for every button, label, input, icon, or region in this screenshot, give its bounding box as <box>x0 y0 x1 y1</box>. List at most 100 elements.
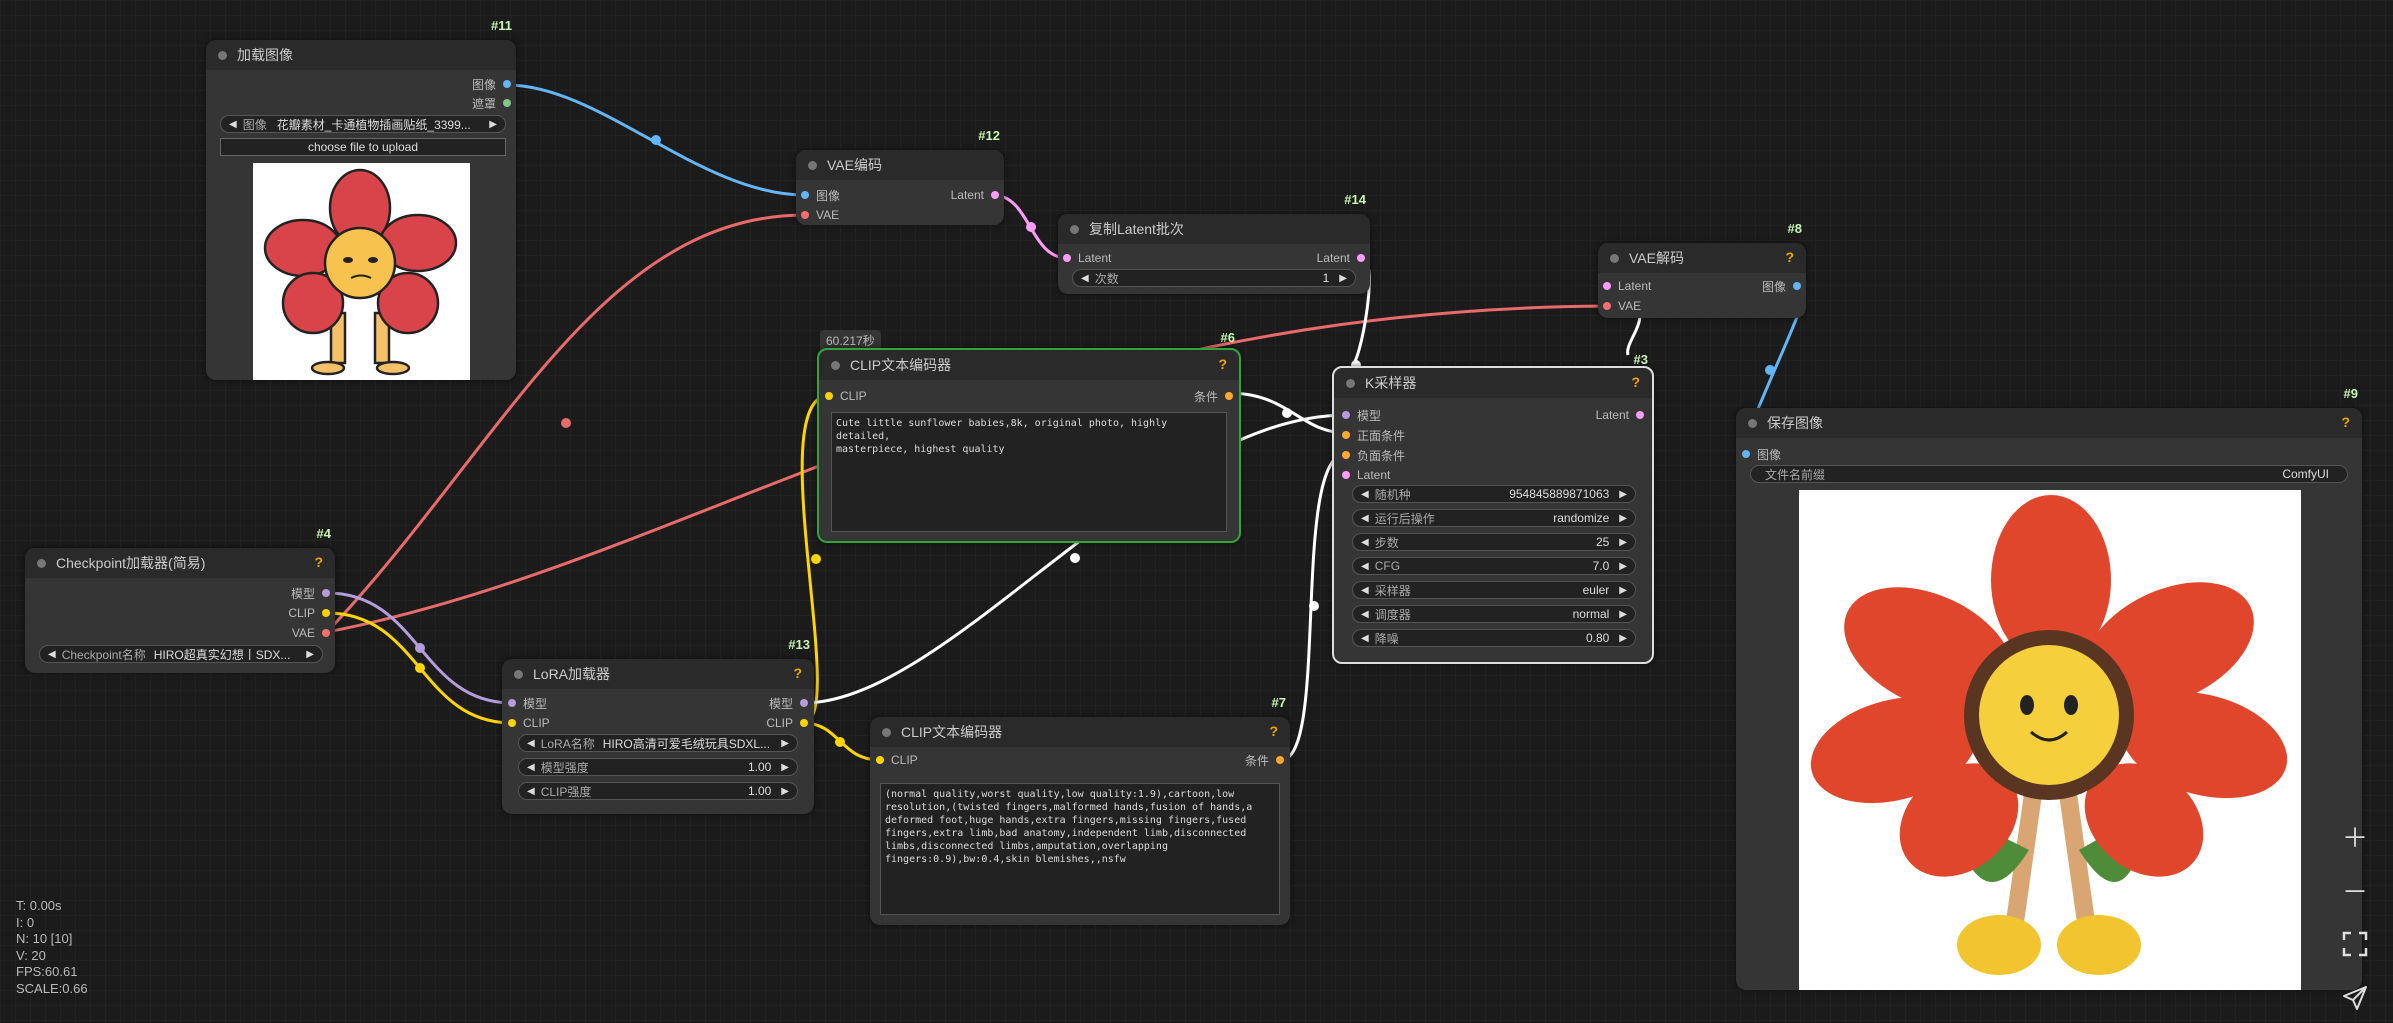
collapse-dot[interactable] <box>882 727 891 737</box>
slot-dot[interactable] <box>1793 282 1801 290</box>
image-select[interactable]: ◀图像花瓣素材_卡通植物插画贴纸_3399...▶ <box>220 115 506 133</box>
left-arrow-icon[interactable]: ◀ <box>1361 560 1369 572</box>
slot-dot[interactable] <box>1603 302 1611 310</box>
right-arrow-icon[interactable]: ▶ <box>1619 608 1627 620</box>
output-clip[interactable]: CLIP <box>766 715 808 731</box>
slot-dot[interactable] <box>508 699 516 707</box>
output-vae[interactable]: VAE <box>292 625 330 641</box>
input-model[interactable]: 模型 <box>508 695 547 711</box>
slot-dot[interactable] <box>1342 451 1350 459</box>
slot-dot[interactable] <box>503 80 511 88</box>
left-arrow-icon[interactable]: ◀ <box>229 118 237 130</box>
right-arrow-icon[interactable]: ▶ <box>1619 488 1627 500</box>
right-arrow-icon[interactable]: ▶ <box>1619 584 1627 596</box>
right-arrow-icon[interactable]: ▶ <box>306 648 314 660</box>
node-title[interactable]: VAE编码 <box>796 150 1004 180</box>
slot-dot[interactable] <box>801 211 809 219</box>
left-arrow-icon[interactable]: ◀ <box>1361 584 1369 596</box>
slot-dot[interactable] <box>1342 411 1350 419</box>
input-clip[interactable]: CLIP <box>876 752 918 768</box>
output-mask[interactable]: 遮罩 <box>472 95 511 111</box>
input-latent[interactable]: Latent <box>1342 467 1390 483</box>
slot-dot[interactable] <box>503 99 511 107</box>
output-conditioning[interactable]: 条件 <box>1245 752 1284 768</box>
input-image[interactable]: 图像 <box>1742 446 1781 462</box>
input-clip[interactable]: CLIP <box>825 388 867 404</box>
slot-dot[interactable] <box>1342 431 1350 439</box>
right-arrow-icon[interactable]: ▶ <box>781 785 789 797</box>
right-arrow-icon[interactable]: ▶ <box>781 737 789 749</box>
node-title[interactable]: VAE解码? <box>1598 243 1806 273</box>
node-load-image[interactable]: #11 加载图像 图像 遮罩 ◀图像花瓣素材_卡通植物插画贴纸_3399...▶… <box>206 18 516 380</box>
right-arrow-icon[interactable]: ▶ <box>781 761 789 773</box>
collapse-dot[interactable] <box>37 558 46 568</box>
input-positive[interactable]: 正面条件 <box>1342 427 1405 443</box>
slot-dot[interactable] <box>991 191 999 199</box>
left-arrow-icon[interactable]: ◀ <box>1081 272 1089 284</box>
right-arrow-icon[interactable]: ▶ <box>1619 536 1627 548</box>
prompt-textarea[interactable]: Cute little sunflower babies,8k, origina… <box>831 412 1227 532</box>
output-model[interactable]: 模型 <box>769 695 808 711</box>
output-image[interactable]: 图像 <box>472 76 511 92</box>
slot-dot[interactable] <box>1603 282 1611 290</box>
help-icon[interactable]: ? <box>314 554 323 570</box>
collapse-dot[interactable] <box>1748 418 1757 428</box>
help-icon[interactable]: ? <box>2341 414 2350 430</box>
slot-dot[interactable] <box>1342 471 1350 479</box>
fit-view-icon[interactable] <box>2335 924 2375 964</box>
collapse-dot[interactable] <box>514 669 523 679</box>
right-arrow-icon[interactable]: ▶ <box>489 118 497 130</box>
input-clip[interactable]: CLIP <box>508 715 550 731</box>
node-clip-text-encode-negative[interactable]: #7 CLIP文本编码器? CLIP 条件 (normal quality,wo… <box>870 695 1290 925</box>
node-vae-encode[interactable]: #12 VAE编码 图像 VAE Latent <box>796 128 1004 225</box>
node-title[interactable]: 复制Latent批次 <box>1058 214 1370 244</box>
left-arrow-icon[interactable]: ◀ <box>1361 488 1369 500</box>
slot-dot[interactable] <box>322 609 330 617</box>
help-icon[interactable]: ? <box>1631 374 1640 390</box>
node-checkpoint-loader[interactable]: #4 Checkpoint加载器(简易)? 模型 CLIP VAE ◀Check… <box>25 526 335 673</box>
upload-button[interactable]: choose file to upload <box>220 138 506 156</box>
slot-dot[interactable] <box>1636 411 1644 419</box>
slot-dot[interactable] <box>1225 392 1233 400</box>
node-vae-decode[interactable]: #8 VAE解码? Latent VAE 图像 <box>1598 221 1806 318</box>
collapse-dot[interactable] <box>808 160 817 170</box>
node-title[interactable]: CLIP文本编码器? <box>819 350 1239 380</box>
slot-dot[interactable] <box>1063 254 1071 262</box>
slot-dot[interactable] <box>322 629 330 637</box>
help-icon[interactable]: ? <box>793 665 802 681</box>
help-icon[interactable]: ? <box>1218 356 1227 372</box>
left-arrow-icon[interactable]: ◀ <box>527 785 535 797</box>
help-icon[interactable]: ? <box>1269 723 1278 739</box>
right-arrow-icon[interactable]: ▶ <box>1339 272 1347 284</box>
input-latent[interactable]: Latent <box>1603 278 1651 294</box>
slot-dot[interactable] <box>825 392 833 400</box>
right-arrow-icon[interactable]: ▶ <box>1619 512 1627 524</box>
input-vae[interactable]: VAE <box>1603 298 1641 314</box>
zoom-in-icon[interactable]: ＋ <box>2341 822 2368 853</box>
left-arrow-icon[interactable]: ◀ <box>527 737 535 749</box>
slot-dot[interactable] <box>876 756 884 764</box>
output-image[interactable]: 图像 <box>1762 278 1801 294</box>
left-arrow-icon[interactable]: ◀ <box>48 648 56 660</box>
help-icon[interactable]: ? <box>1785 249 1794 265</box>
node-title[interactable]: K采样器? <box>1334 368 1652 398</box>
slot-dot[interactable] <box>508 719 516 727</box>
slot-dot[interactable] <box>1742 450 1750 458</box>
left-arrow-icon[interactable]: ◀ <box>527 761 535 773</box>
slot-dot[interactable] <box>322 589 330 597</box>
node-title[interactable]: 保存图像? <box>1736 408 2362 438</box>
input-model[interactable]: 模型 <box>1342 407 1381 423</box>
right-arrow-icon[interactable]: ▶ <box>1619 632 1627 644</box>
left-arrow-icon[interactable]: ◀ <box>1361 536 1369 548</box>
